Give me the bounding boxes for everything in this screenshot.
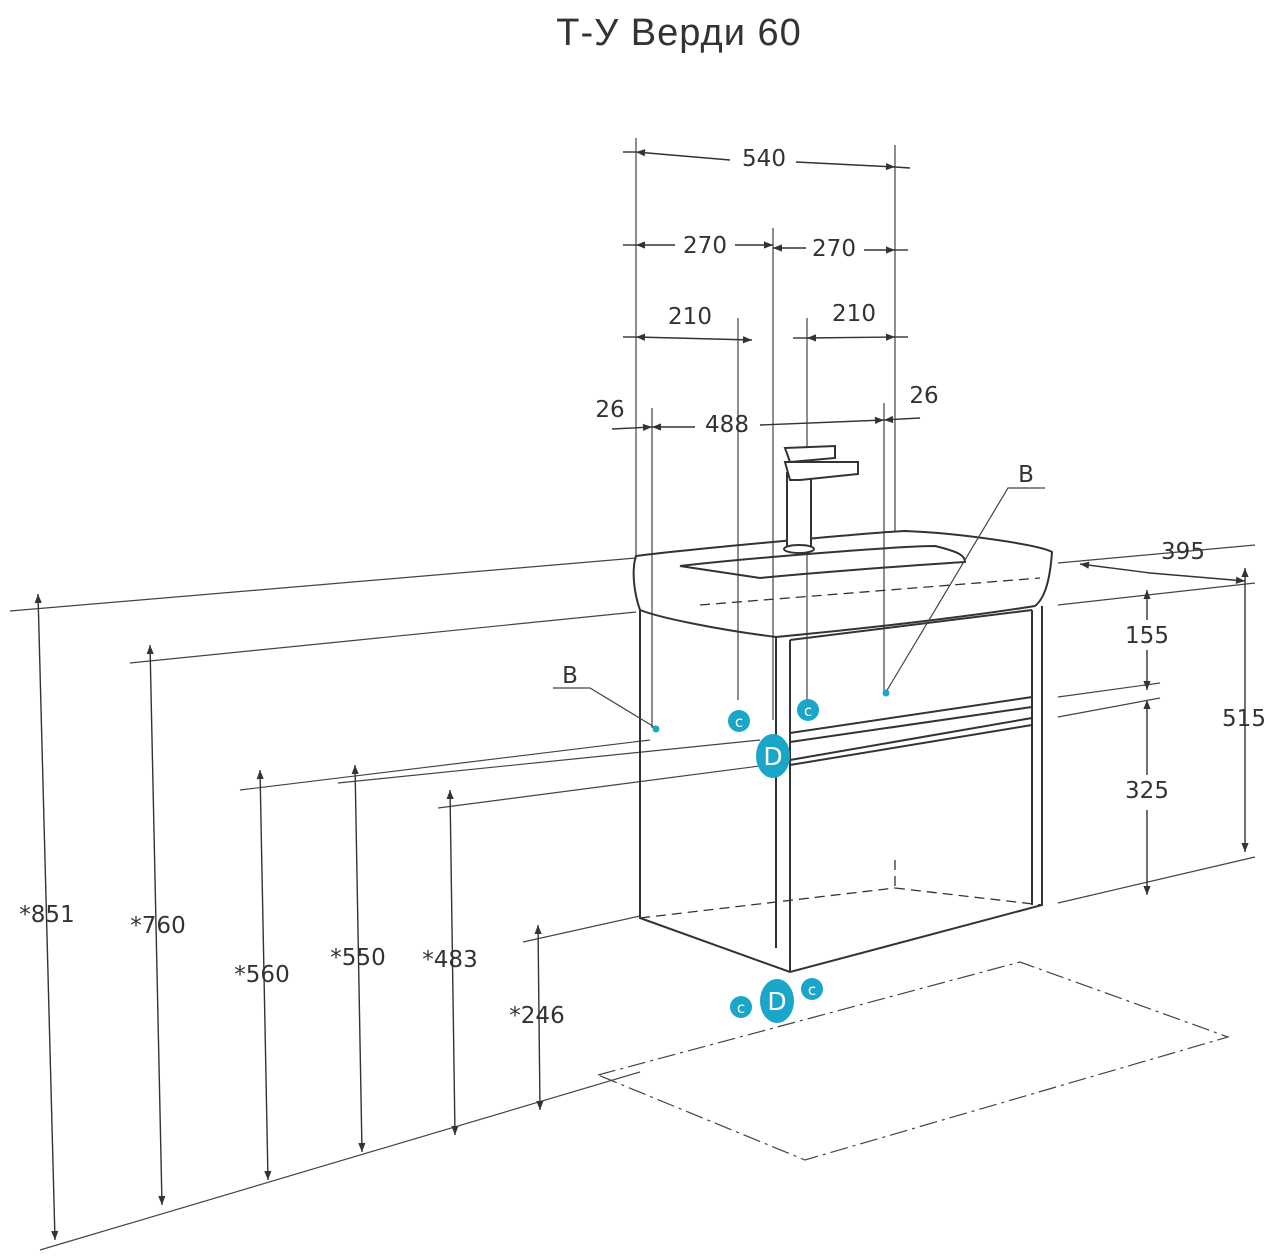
dim-height-246: *246 <box>509 1003 564 1029</box>
dimension-labels: 540 270 270 210 210 488 26 26 395 155 32… <box>19 146 1266 1029</box>
connector-c-label: c <box>735 713 743 731</box>
dim-drain-left: 210 <box>668 304 712 330</box>
drawing-title: Т-У Верди 60 <box>556 12 802 54</box>
connector-d-label: D <box>763 742 782 771</box>
dim-cabinet-height: 515 <box>1222 706 1266 732</box>
dim-bottom-drawer: 325 <box>1125 778 1169 804</box>
height-dimensions <box>34 593 544 1241</box>
connector-c-wall-right: c <box>797 699 819 721</box>
connector-d-floor: D <box>760 979 794 1023</box>
dim-height-760: *760 <box>130 913 185 939</box>
label-b-right: B <box>1018 462 1034 488</box>
depth-dimensions <box>1079 561 1249 895</box>
dim-height-550: *550 <box>330 945 385 971</box>
connector-c-label: c <box>808 981 816 999</box>
connector-d-label: D <box>767 987 786 1016</box>
vanity-cabinet <box>639 606 1043 974</box>
dim-height-560: *560 <box>234 962 289 988</box>
dim-height-851: *851 <box>19 902 74 928</box>
dim-depth: 395 <box>1161 539 1205 565</box>
dim-half-left: 270 <box>683 233 727 259</box>
dim-mount-offset-right: 26 <box>909 383 938 409</box>
dim-mount-offset-left: 26 <box>595 397 624 423</box>
connector-c-label: c <box>804 702 812 720</box>
reference-lines <box>9 544 1256 1251</box>
connector-c-label: c <box>737 999 745 1017</box>
connector-d-wall: D <box>756 734 790 778</box>
dim-overall-width: 540 <box>742 146 786 172</box>
connector-c-floor-left: c <box>730 996 752 1018</box>
dim-half-right: 270 <box>812 236 856 262</box>
dim-top-drawer: 155 <box>1125 623 1169 649</box>
extension-lines <box>635 138 896 728</box>
connector-c-floor-right: c <box>801 978 823 1000</box>
label-b-left: B <box>562 663 578 689</box>
floor-footprint <box>596 961 1230 1161</box>
connection-points <box>652 689 890 733</box>
dim-drain-right: 210 <box>832 301 876 327</box>
width-dimensions <box>611 149 921 432</box>
dim-mount-span: 488 <box>705 412 749 438</box>
leader-lines <box>553 487 1045 729</box>
connector-c-wall-left: c <box>728 710 750 732</box>
washbasin <box>632 529 1054 639</box>
dim-height-483: *483 <box>422 947 477 973</box>
faucet <box>783 444 859 554</box>
